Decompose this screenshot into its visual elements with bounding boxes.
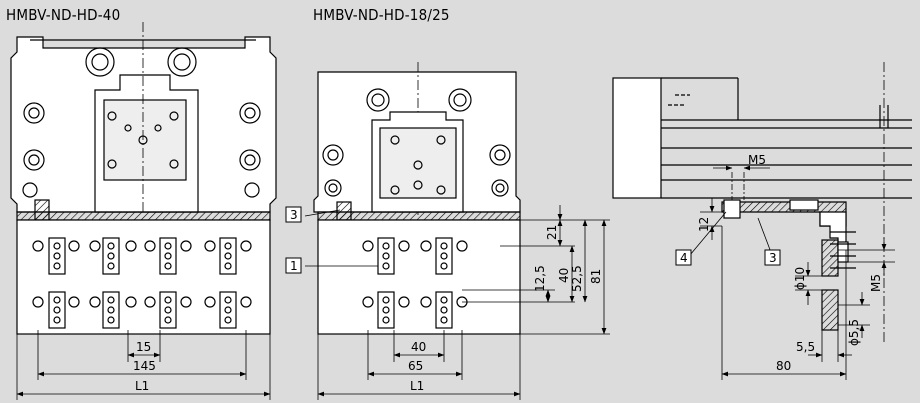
svg-text:1: 1 — [290, 259, 298, 273]
dim-left-L1: L1 — [135, 379, 149, 393]
dim-mid-52-5: 52,5 — [570, 265, 584, 292]
dim-left-15: 15 — [136, 340, 151, 354]
dim-mid-40v: 40 — [557, 268, 571, 283]
callout-box-3-side: 3 — [764, 249, 781, 266]
dim-mid-81: 81 — [589, 269, 603, 284]
slot-blocks-middle — [362, 237, 468, 329]
dim-right-M5-top: M5 — [748, 153, 766, 167]
dim-right-phi5-5: ϕ5,5 — [847, 319, 861, 346]
dim-mid-12-5: 12,5 — [533, 265, 547, 292]
dim-mid-21: 21 — [545, 225, 559, 240]
dim-right-12: 12 — [697, 217, 711, 232]
dim-right-5-5: 5,5 — [796, 340, 815, 354]
dim-mid-65: 65 — [408, 359, 423, 373]
title-hmbv-nd-hd-18-25: HMBV-ND-HD-18/25 — [313, 6, 450, 24]
callout-box-4: 4 — [675, 249, 692, 266]
dim-left-145: 145 — [133, 359, 156, 373]
dim-right-M5-side: M5 — [869, 274, 883, 292]
svg-text:4: 4 — [680, 251, 688, 265]
dim-right-80: 80 — [776, 359, 791, 373]
dim-mid-L1: L1 — [410, 379, 424, 393]
dim-mid-40: 40 — [411, 340, 426, 354]
view-hmbv-nd-hd-18-25 — [304, 62, 610, 400]
callout-box-1: 1 — [285, 257, 302, 274]
dim-right-phi10: ϕ10 — [793, 267, 807, 290]
slot-blocks-left — [32, 237, 252, 329]
svg-text:3: 3 — [769, 251, 777, 265]
callout-box-3-middle: 3 — [285, 206, 302, 223]
title-hmbv-nd-hd-40: HMBV-ND-HD-40 — [6, 6, 121, 24]
view-hmbv-nd-hd-40 — [10, 22, 277, 400]
svg-text:3: 3 — [290, 208, 298, 222]
dimensions-left — [16, 330, 271, 400]
dimensions-side — [700, 165, 895, 380]
mounting-holes-middle — [322, 88, 511, 197]
view-side-section — [612, 62, 912, 380]
dimensions-middle — [317, 205, 610, 400]
mounting-holes-left — [22, 47, 261, 198]
